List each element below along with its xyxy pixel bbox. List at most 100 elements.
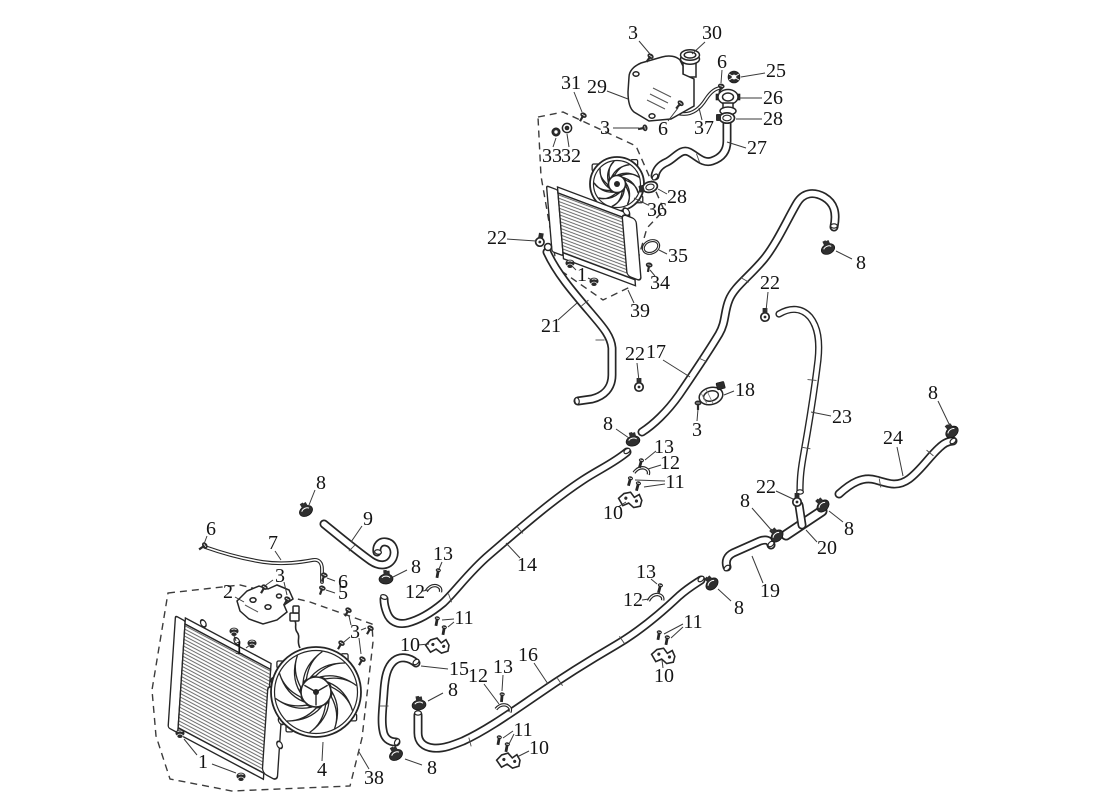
callout-label-22: 22 xyxy=(625,343,645,365)
hose-end-opening xyxy=(380,594,388,600)
small-bolt xyxy=(496,735,502,746)
callout-label-22: 22 xyxy=(487,227,507,249)
callout-leader-line xyxy=(358,751,370,770)
callout-label-22: 22 xyxy=(756,476,776,498)
callout-label-11: 11 xyxy=(454,607,473,629)
callout-leader-line xyxy=(663,623,684,635)
callout-label-5: 5 xyxy=(338,582,348,604)
screw-fastener xyxy=(318,585,326,596)
callout-leader-line xyxy=(587,277,593,281)
small-bolt xyxy=(434,616,440,627)
callout-label-24: 24 xyxy=(883,427,903,449)
callout-leader-line xyxy=(325,589,336,594)
callout-leader-line xyxy=(505,542,521,559)
hose-end-opening xyxy=(651,173,659,181)
callout-leader-line xyxy=(723,390,735,396)
callout-leader-line xyxy=(392,569,408,578)
fan-blade xyxy=(598,192,621,200)
callout-label-1: 1 xyxy=(198,751,208,773)
fan-blade xyxy=(599,168,610,189)
hose-23 xyxy=(775,305,823,495)
screw-fastener xyxy=(645,53,654,63)
callout-label-29: 29 xyxy=(587,76,607,98)
callout-label-8: 8 xyxy=(740,490,750,512)
callout-label-32: 32 xyxy=(561,145,581,167)
fan-wire-connector xyxy=(289,605,301,649)
mounting-bracket-2 xyxy=(236,584,294,625)
callout-leader-line xyxy=(566,133,570,148)
callout-label-10: 10 xyxy=(400,634,420,656)
callout-label-37: 37 xyxy=(694,117,714,139)
hose-segment-tick xyxy=(926,449,934,457)
fan-blade xyxy=(302,650,323,685)
fan-blade xyxy=(622,176,639,194)
callout-label-30: 30 xyxy=(702,22,722,44)
callout-leader-line xyxy=(404,758,423,766)
callout-label-8: 8 xyxy=(734,597,744,619)
fan-blade xyxy=(309,662,346,678)
hose-segment-tick xyxy=(581,299,589,307)
callout-leader-line xyxy=(751,507,774,533)
hose-clamp-8 xyxy=(378,569,394,585)
screw-fastener xyxy=(637,124,648,132)
washer-33 xyxy=(551,127,561,137)
hose-end-opening xyxy=(374,549,382,555)
callout-leader-line xyxy=(896,446,904,477)
callout-leader-line xyxy=(638,40,651,55)
callout-leader-line xyxy=(573,91,583,113)
callout-label-14: 14 xyxy=(517,554,537,576)
callout-leader-line xyxy=(557,302,578,321)
callout-leader-line xyxy=(447,621,455,628)
callout-leader-line xyxy=(441,618,455,621)
hose-end-opening xyxy=(393,738,401,746)
fan-blade xyxy=(293,655,302,694)
callout-label-11: 11 xyxy=(683,611,702,633)
callout-leader-line xyxy=(835,250,853,260)
callout-leader-line xyxy=(552,137,557,148)
callout-leader-line xyxy=(502,730,514,739)
clamp-clip-12 xyxy=(646,592,665,602)
callout-leader-line xyxy=(506,238,537,242)
hose-segment-tick xyxy=(807,379,817,381)
clamp-clip-12 xyxy=(494,703,513,714)
callout-leader-line xyxy=(348,615,352,626)
callout-label-21: 21 xyxy=(541,315,561,337)
small-bolt xyxy=(499,692,505,703)
callout-leader-line xyxy=(662,359,691,378)
hose-segment-tick xyxy=(448,593,452,603)
callout-leader-line xyxy=(649,269,656,277)
screw-fastener xyxy=(337,640,345,650)
screw-fastener xyxy=(675,100,684,110)
thermostat-26 xyxy=(715,88,741,116)
main-radiator xyxy=(167,615,285,781)
callout-label-8: 8 xyxy=(603,413,613,435)
screw-fastener xyxy=(366,625,374,635)
callout-leader-line xyxy=(308,489,316,506)
callout-label-7: 7 xyxy=(268,532,278,554)
callout-label-36: 36 xyxy=(647,199,667,221)
clamp-bracket-10 xyxy=(650,647,676,665)
callout-leader-line xyxy=(417,643,430,646)
fan-blade xyxy=(319,675,357,687)
callout-label-6: 6 xyxy=(338,571,348,593)
hose-segment-tick xyxy=(801,446,811,450)
callout-leader-line xyxy=(698,107,703,121)
hose-end-opening xyxy=(697,575,705,583)
hose-end-opening xyxy=(574,397,580,405)
callout-leader-line xyxy=(937,400,951,427)
o-ring-35 xyxy=(641,239,661,255)
hose-end-opening xyxy=(723,564,731,572)
hose-segment-tick xyxy=(698,357,708,363)
callout-leader-line xyxy=(211,763,237,774)
hose-clamp-8 xyxy=(625,431,641,447)
hose-segment-tick xyxy=(468,737,472,747)
small-bolt xyxy=(638,458,645,469)
hose-end-opening xyxy=(412,658,420,666)
callout-label-3: 3 xyxy=(628,22,638,44)
callout-label-3: 3 xyxy=(692,419,702,441)
callout-leader-line xyxy=(438,561,443,570)
screw-fastener xyxy=(320,572,328,583)
callout-label-8: 8 xyxy=(316,472,326,494)
